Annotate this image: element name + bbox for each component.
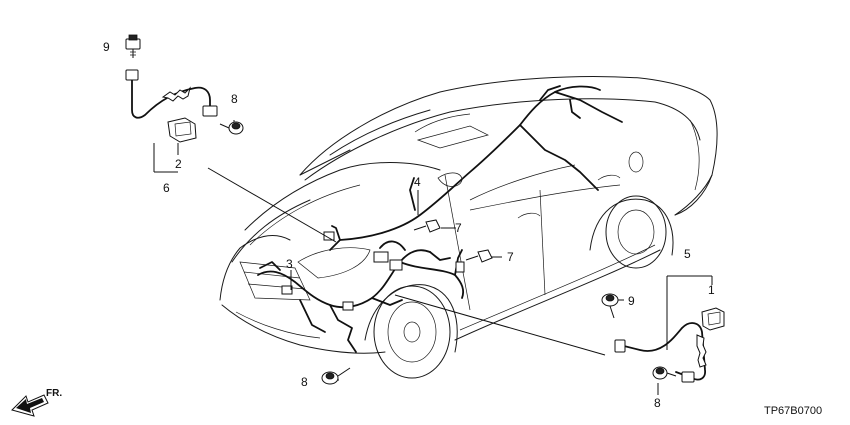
bolt-9-right [601, 293, 619, 319]
front-direction-arrow: FR. [11, 388, 62, 417]
direction-label: FR. [46, 388, 62, 399]
callout-7-lower: 7 [507, 250, 514, 264]
bolt-8-right [652, 366, 677, 380]
leader-lines [128, 46, 713, 395]
part-6-sub-harness [125, 69, 218, 119]
callout-1: 1 [708, 283, 715, 297]
callout-4: 4 [414, 175, 421, 189]
callout-6: 6 [163, 181, 170, 195]
car-body [219, 76, 718, 379]
part-5-sub-harness [614, 322, 707, 383]
callout-9-right: 9 [628, 294, 635, 308]
bolt-7-lower [465, 249, 493, 263]
diagram-code: TP67B0700 [764, 405, 822, 417]
callout-5: 5 [684, 247, 691, 261]
main-harness [257, 85, 623, 353]
callout-3: 3 [286, 257, 293, 271]
callout-8-right: 8 [654, 396, 661, 410]
callout-7-upper: 7 [455, 221, 462, 235]
bolt-7-upper [413, 219, 441, 233]
callout-2: 2 [175, 157, 182, 171]
callout-8-bottom: 8 [301, 375, 308, 389]
part-2-connector [167, 117, 197, 143]
bolt-8-bottom-left [321, 367, 351, 385]
callout-9-top: 9 [103, 40, 110, 54]
callout-8-top: 8 [231, 92, 238, 106]
bolt-8-top [219, 121, 244, 135]
bolt-9-top [125, 34, 141, 58]
part-1-connector [701, 307, 725, 331]
